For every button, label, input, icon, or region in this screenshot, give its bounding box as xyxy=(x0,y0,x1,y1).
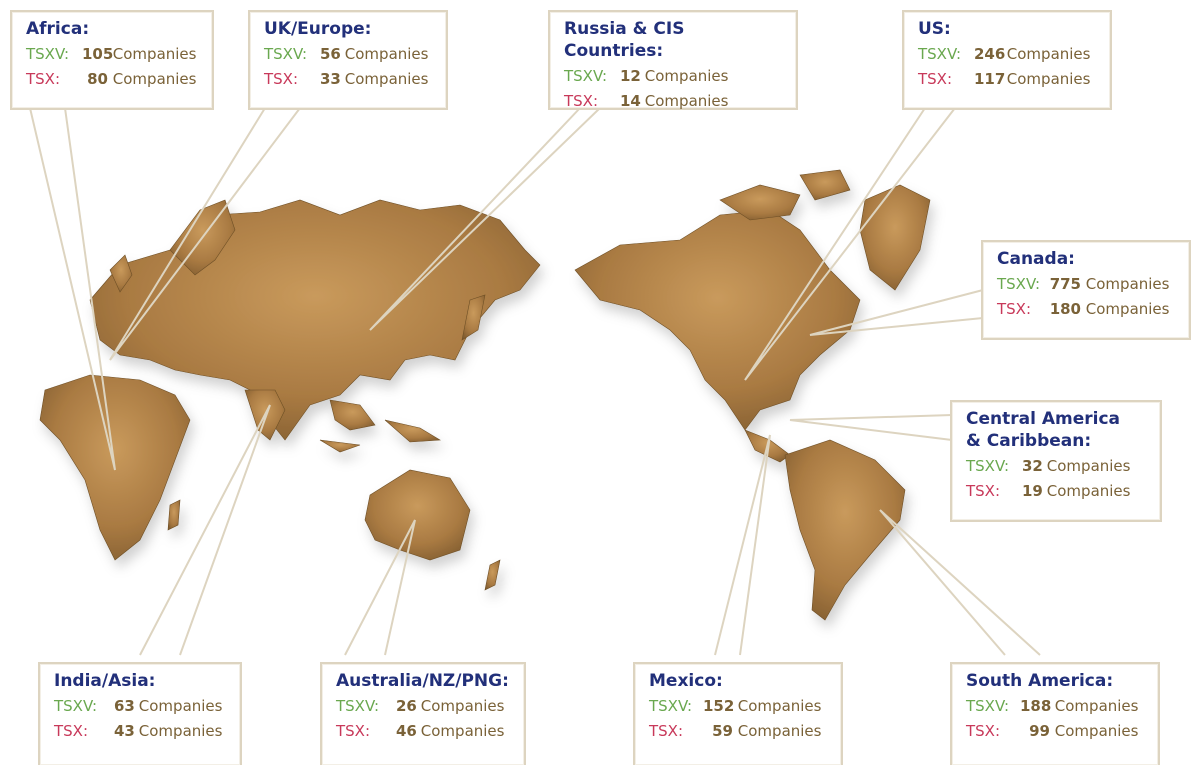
japan-landmass xyxy=(461,294,486,341)
region-title: India/Asia: xyxy=(54,671,156,691)
canada-callout-line xyxy=(809,289,984,336)
russia-callout-line xyxy=(369,107,601,331)
tsx-row: TSX:46 Companies xyxy=(336,722,505,740)
uk-landmass xyxy=(109,254,133,293)
greenland-landmass xyxy=(859,184,931,291)
central-america-callout: Central America & Caribbean: TSXV:32 Com… xyxy=(950,400,1162,522)
indonesia-landmass xyxy=(329,399,376,431)
australia-callout: Australia/NZ/PNG: TSXV:26 Companies TSX:… xyxy=(320,662,526,765)
central-america-callout-line xyxy=(789,414,953,441)
africa-callout: Africa: TSXV:105 Companies TSX:80 Compan… xyxy=(10,10,214,110)
india-asia-callout-line xyxy=(139,404,271,656)
mexico-callout-line xyxy=(714,434,771,656)
russia-cis-callout: Russia & CIS Countries: TSXV:12 Companie… xyxy=(548,10,798,110)
tsx-row: TSX:19 Companies xyxy=(966,482,1131,500)
uk-europe-callout-line xyxy=(109,107,301,361)
tsxv-row: TSXV:246 Companies xyxy=(918,45,1091,63)
australia-landmass xyxy=(364,469,471,561)
tsxv-row: TSXV:775 Companies xyxy=(997,275,1170,293)
region-title: Central America & Caribbean: xyxy=(966,409,1120,451)
australia-callout-line xyxy=(344,519,416,656)
us-callout: US: TSXV:246 Companies TSX:117 Companies xyxy=(902,10,1112,110)
us-callout-line xyxy=(744,107,956,381)
tsxv-row: TSXV:56 Companies xyxy=(264,45,429,63)
tsxv-row: TSXV:12 Companies xyxy=(564,67,729,85)
tsx-row: TSX:33 Companies xyxy=(264,70,429,88)
tsx-row: TSX:80 Companies xyxy=(26,70,197,88)
region-title: UK/Europe: xyxy=(264,19,372,39)
canada-callout: Canada: TSXV:775 Companies TSX:180 Compa… xyxy=(981,240,1191,340)
south-america-callout-line xyxy=(879,509,1041,656)
uk-europe-callout: UK/Europe: TSXV:56 Companies TSX:33 Comp… xyxy=(248,10,448,110)
tsxv-row: TSXV:32 Companies xyxy=(966,457,1131,475)
india-asia-callout: India/Asia: TSXV:63 Companies TSX:43 Com… xyxy=(38,662,242,765)
north-america-landmass xyxy=(574,209,861,431)
tsx-row: TSX:43 Companies xyxy=(54,722,223,740)
tsx-row: TSX:117 Companies xyxy=(918,70,1091,88)
tsxv-row: TSXV:26 Companies xyxy=(336,697,505,715)
tsx-row: TSX:99 Companies xyxy=(966,722,1139,740)
tsxv-row: TSXV:188 Companies xyxy=(966,697,1139,715)
africa-callout-line xyxy=(29,107,116,471)
nz-landmass xyxy=(484,559,501,591)
tsx-row: TSX:180 Companies xyxy=(997,300,1170,318)
tsxv-row: TSXV:63 Companies xyxy=(54,697,223,715)
region-title: South America: xyxy=(966,671,1114,691)
region-title: Africa: xyxy=(26,19,90,39)
south-america-callout: South America: TSXV:188 Companies TSX:99… xyxy=(950,662,1160,765)
region-title: Australia/NZ/PNG: xyxy=(336,671,509,691)
madagascar-landmass xyxy=(167,499,181,531)
region-title: Mexico: xyxy=(649,671,723,691)
south-america-landmass xyxy=(784,439,906,621)
tsx-row: TSX:59 Companies xyxy=(649,722,822,740)
tsx-row: TSX:14 Companies xyxy=(564,92,729,110)
tsxv-row: TSXV:105 Companies xyxy=(26,45,197,63)
mexico-callout: Mexico: TSXV:152 Companies TSX:59 Compan… xyxy=(633,662,843,765)
region-title: Canada: xyxy=(997,249,1075,269)
region-title: Russia & CIS Countries: xyxy=(564,19,685,61)
tsxv-row: TSXV:152 Companies xyxy=(649,697,822,715)
region-title: US: xyxy=(918,19,951,39)
